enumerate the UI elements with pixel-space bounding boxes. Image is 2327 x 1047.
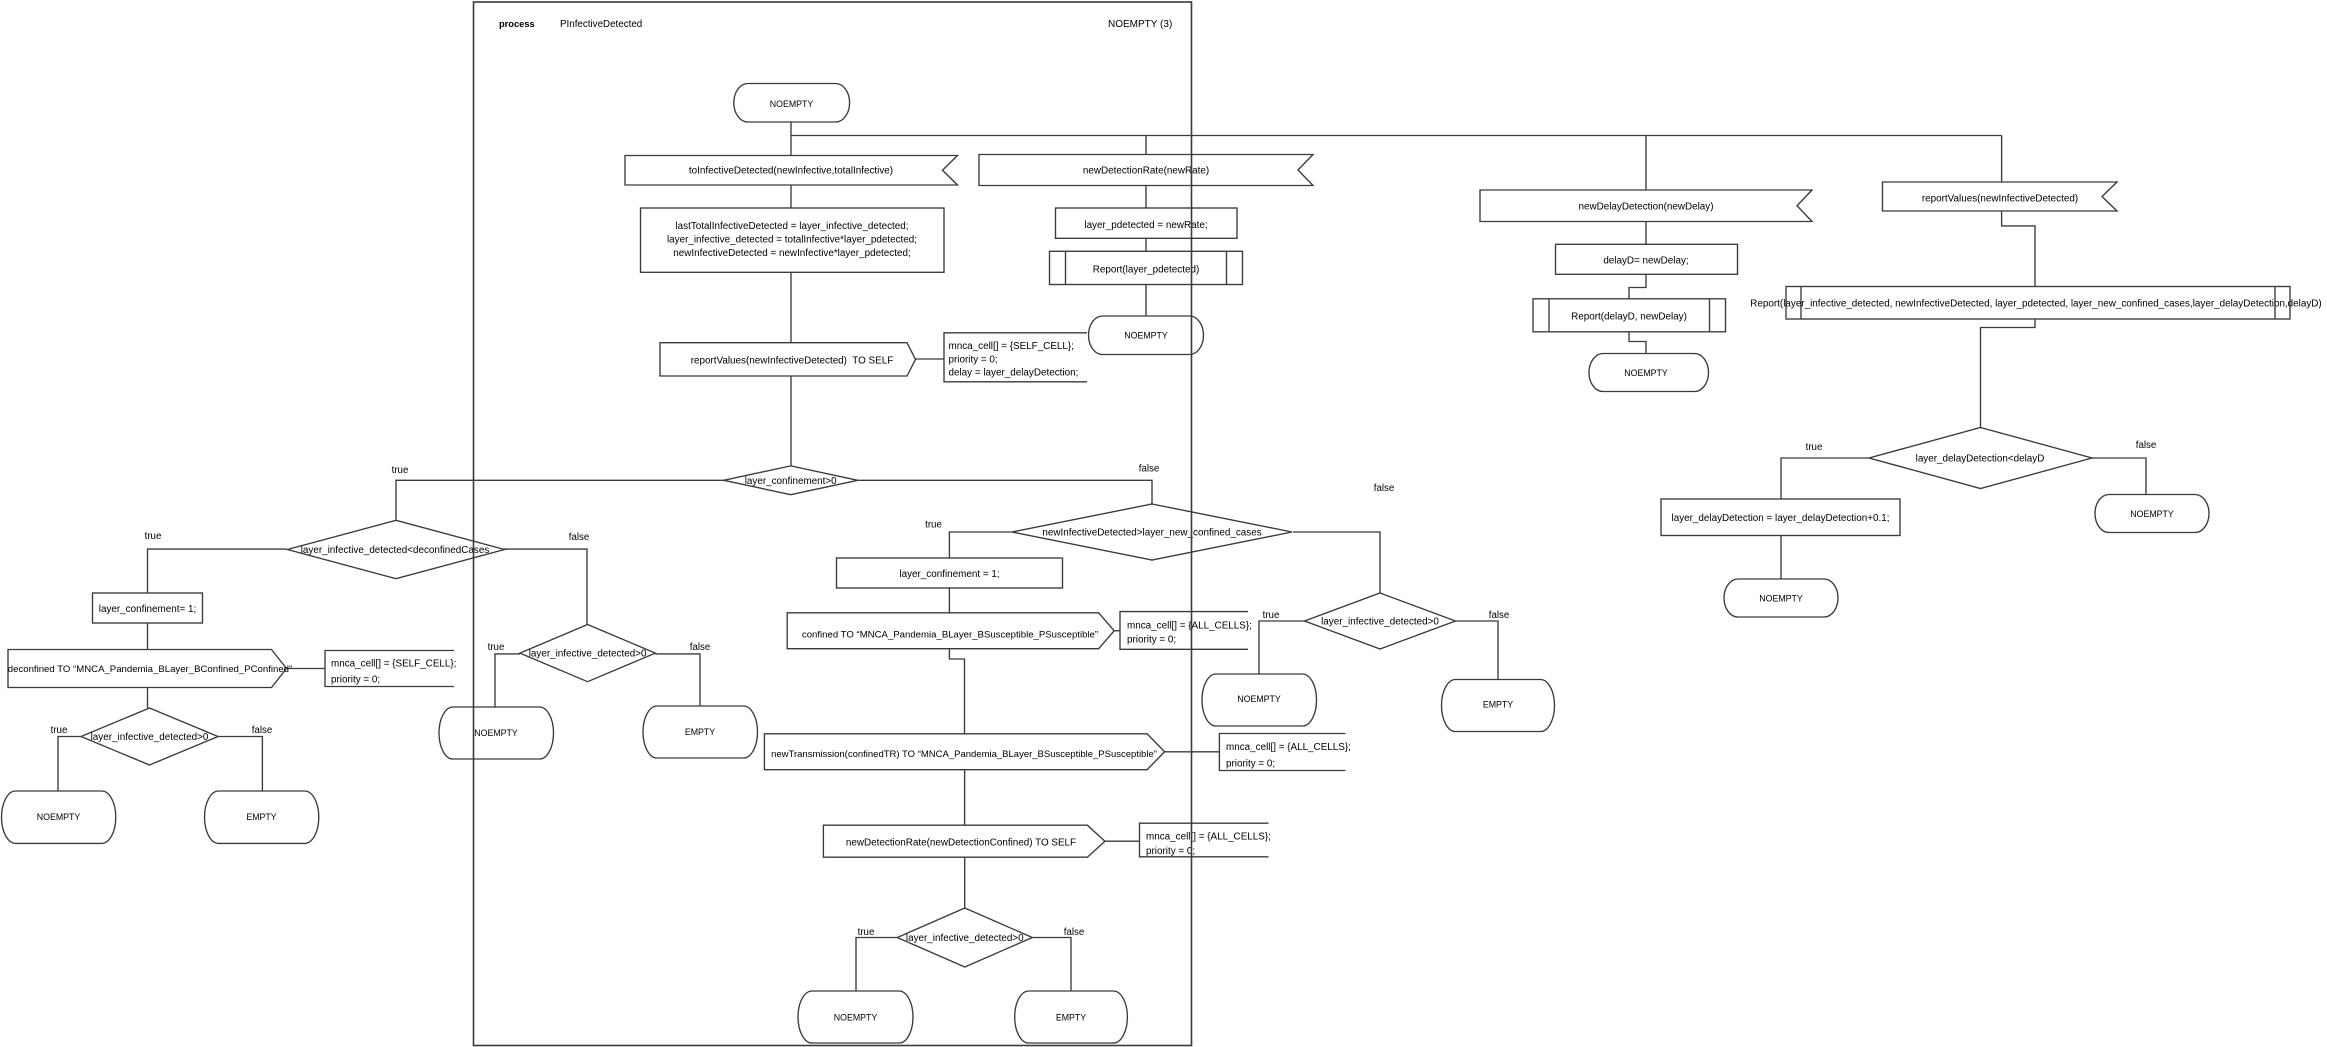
svg-text:newDetectionRate(newRate): newDetectionRate(newRate) bbox=[1083, 166, 1209, 177]
svg-text:true: true bbox=[858, 927, 875, 938]
svg-text:newDetectionRate(newDetectionC: newDetectionRate(newDetectionConfined) T… bbox=[846, 838, 1076, 849]
svg-text:priority = 0;: priority = 0; bbox=[949, 355, 998, 366]
svg-text:NOEMPTY (3): NOEMPTY (3) bbox=[1108, 19, 1172, 30]
svg-text:newDelayDetection(newDelay): newDelayDetection(newDelay) bbox=[1578, 202, 1713, 213]
svg-text:false: false bbox=[252, 725, 272, 736]
svg-text:priority = 0;: priority = 0; bbox=[1127, 635, 1176, 646]
svg-text:layer_confinement= 1;: layer_confinement= 1; bbox=[99, 604, 196, 615]
svg-text:true: true bbox=[925, 520, 942, 531]
svg-text:PInfectiveDetected: PInfectiveDetected bbox=[560, 19, 642, 30]
svg-text:mnca_cell[] = {ALL_CELLS};: mnca_cell[] = {ALL_CELLS}; bbox=[1146, 832, 1271, 843]
svg-text:true: true bbox=[1263, 610, 1280, 621]
svg-text:priority = 0;: priority = 0; bbox=[1146, 846, 1195, 857]
svg-text:layer_infective_detected>0: layer_infective_detected>0 bbox=[906, 933, 1024, 944]
svg-text:layer_infective_detected = tot: layer_infective_detected = totalInfectiv… bbox=[667, 235, 917, 246]
svg-text:layer_delayDetection<delayD: layer_delayDetection<delayD bbox=[1916, 454, 2045, 465]
svg-text:NOEMPTY: NOEMPTY bbox=[1759, 594, 1803, 604]
svg-text:false: false bbox=[690, 642, 710, 653]
svg-text:toInfectiveDetected(newInfecti: toInfectiveDetected(newInfective,totalIn… bbox=[689, 166, 893, 177]
svg-text:Report(delayD, newDelay): Report(delayD, newDelay) bbox=[1571, 312, 1687, 323]
svg-text:EMPTY: EMPTY bbox=[1483, 700, 1513, 710]
svg-text:true: true bbox=[488, 642, 505, 653]
svg-text:false: false bbox=[569, 532, 589, 543]
svg-text:priority = 0;: priority = 0; bbox=[1226, 759, 1275, 770]
svg-text:NOEMPTY: NOEMPTY bbox=[1124, 331, 1168, 341]
svg-text:deconfined TO “MNCA_Pandemia_B: deconfined TO “MNCA_Pandemia_BLayer_BCon… bbox=[8, 664, 292, 675]
svg-text:mnca_cell[] = {ALL_CELLS};: mnca_cell[] = {ALL_CELLS}; bbox=[1127, 621, 1252, 632]
svg-text:delay = layer_delayDetection;: delay = layer_delayDetection; bbox=[949, 367, 1079, 378]
svg-text:reportValues(newInfectiveDetec: reportValues(newInfectiveDetected) TO SE… bbox=[691, 356, 894, 367]
svg-text:NOEMPTY: NOEMPTY bbox=[474, 728, 518, 738]
svg-text:Report(layer_pdetected): Report(layer_pdetected) bbox=[1093, 265, 1200, 276]
svg-text:priority = 0;: priority = 0; bbox=[331, 675, 380, 686]
svg-text:layer_confinement>0: layer_confinement>0 bbox=[745, 476, 837, 487]
svg-text:Report(layer_infective_detecte: Report(layer_infective_detected, newInfe… bbox=[1750, 299, 2321, 310]
svg-text:layer_infective_detected>0: layer_infective_detected>0 bbox=[1321, 617, 1439, 628]
svg-text:newInfectiveDetected = newInfe: newInfectiveDetected = newInfective*laye… bbox=[673, 248, 910, 259]
svg-text:layer_infective_detected>0: layer_infective_detected>0 bbox=[91, 732, 209, 743]
svg-text:NOEMPTY: NOEMPTY bbox=[1624, 368, 1668, 378]
svg-text:false: false bbox=[2136, 440, 2156, 451]
svg-text:mnca_cell[] = {SELF_CELL};: mnca_cell[] = {SELF_CELL}; bbox=[949, 341, 1074, 352]
svg-text:delayD= newDelay;: delayD= newDelay; bbox=[1603, 256, 1688, 267]
svg-text:EMPTY: EMPTY bbox=[1056, 1013, 1086, 1023]
svg-text:confined TO “MNCA_Pandemia_BLa: confined TO “MNCA_Pandemia_BLayer_BSusce… bbox=[802, 630, 1098, 641]
svg-text:false: false bbox=[1374, 483, 1394, 494]
svg-text:true: true bbox=[51, 725, 68, 736]
svg-text:NOEMPTY: NOEMPTY bbox=[834, 1013, 878, 1023]
svg-text:process: process bbox=[499, 19, 535, 29]
svg-text:false: false bbox=[1064, 927, 1084, 938]
svg-text:layer_confinement = 1;: layer_confinement = 1; bbox=[899, 569, 999, 580]
svg-text:mnca_cell[] = {ALL_CELLS};: mnca_cell[] = {ALL_CELLS}; bbox=[1226, 742, 1351, 753]
svg-text:false: false bbox=[1489, 610, 1509, 621]
svg-text:false: false bbox=[1139, 464, 1159, 475]
svg-text:layer_pdetected = newRate;: layer_pdetected = newRate; bbox=[1084, 220, 1207, 231]
svg-text:true: true bbox=[1806, 442, 1823, 453]
svg-text:newInfectiveDetected>layer_new: newInfectiveDetected>layer_new_confined_… bbox=[1042, 528, 1261, 539]
svg-text:NOEMPTY: NOEMPTY bbox=[770, 99, 814, 109]
svg-text:lastTotalInfectiveDetected = l: lastTotalInfectiveDetected = layer_infec… bbox=[675, 221, 908, 232]
svg-text:NOEMPTY: NOEMPTY bbox=[2130, 509, 2174, 519]
svg-text:EMPTY: EMPTY bbox=[246, 812, 276, 822]
svg-text:EMPTY: EMPTY bbox=[685, 727, 715, 737]
svg-text:true: true bbox=[392, 465, 409, 476]
svg-text:layer_delayDetection = layer_d: layer_delayDetection = layer_delayDetect… bbox=[1672, 513, 1890, 524]
svg-text:newTransmission(confinedTR) TO: newTransmission(confinedTR) TO “MNCA_Pan… bbox=[771, 749, 1157, 760]
svg-text:NOEMPTY: NOEMPTY bbox=[37, 812, 81, 822]
svg-text:reportValues(newInfectiveDetec: reportValues(newInfectiveDetected) bbox=[1922, 194, 2078, 205]
svg-text:NOEMPTY: NOEMPTY bbox=[1237, 694, 1281, 704]
svg-text:true: true bbox=[145, 531, 162, 542]
svg-text:layer_infective_detected>0: layer_infective_detected>0 bbox=[529, 649, 647, 660]
svg-text:mnca_cell[] = {SELF_CELL};: mnca_cell[] = {SELF_CELL}; bbox=[331, 659, 456, 670]
svg-text:layer_infective_detected<decon: layer_infective_detected<deconfinedCases bbox=[301, 545, 490, 556]
